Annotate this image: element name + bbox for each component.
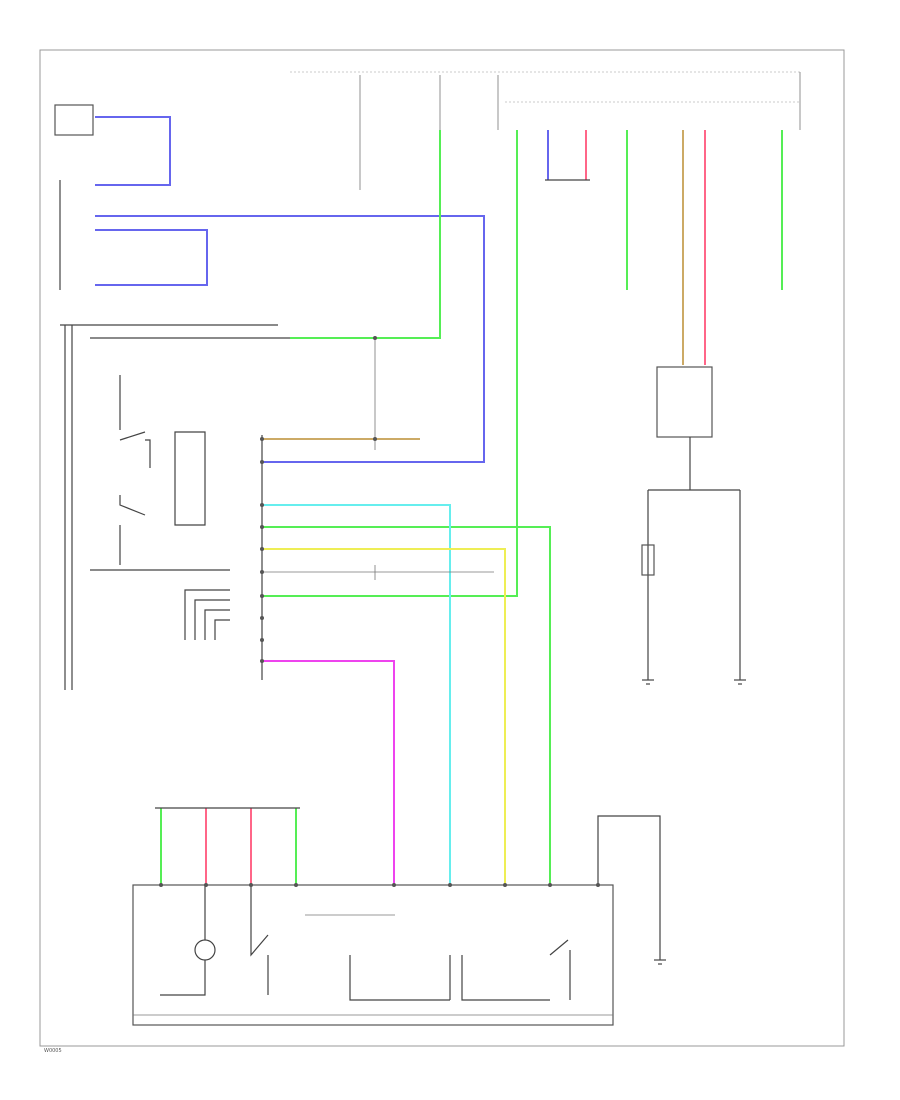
connector-pins <box>159 336 600 887</box>
wire-cyan <box>262 504 451 885</box>
wire-blue-lower-loop <box>95 229 208 286</box>
ground-icon <box>654 959 666 965</box>
ground-icon-group <box>642 679 746 965</box>
wire-green-fuse-drop <box>290 130 441 339</box>
fuse-element <box>641 544 655 576</box>
wire-yellow <box>262 548 506 885</box>
wire-green-right-long <box>262 130 518 597</box>
black-wiring <box>59 179 741 960</box>
footer-code: W0005 <box>44 1048 62 1054</box>
bottom-switch-assembly <box>132 884 614 1026</box>
ground-icon <box>642 679 654 685</box>
wire-blue-upper-loop <box>95 116 171 186</box>
diagram-frame <box>39 49 845 1047</box>
relay-box-top-left <box>54 104 94 136</box>
wire-magenta <box>262 660 395 885</box>
switch-assembly-box <box>132 884 614 1026</box>
motor-icon <box>194 939 216 961</box>
ground-block <box>656 366 713 438</box>
top-power-section <box>54 71 801 190</box>
ground-icon <box>734 679 746 685</box>
wire-blue-long-run <box>95 215 485 463</box>
wire-green-big-loop <box>262 526 551 885</box>
